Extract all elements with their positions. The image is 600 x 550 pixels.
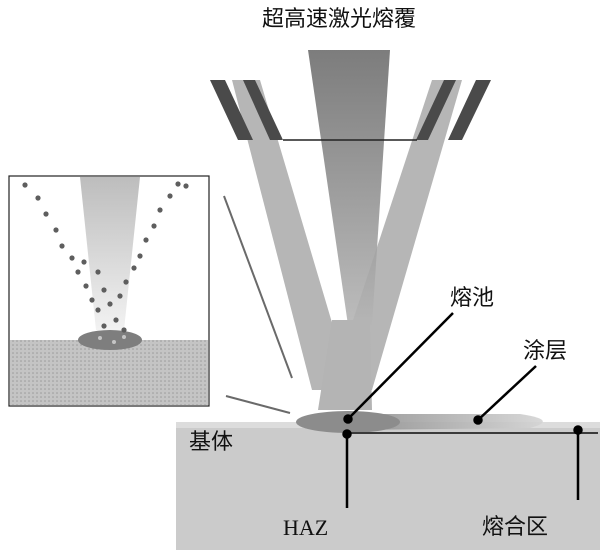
nozzle-left-outer	[210, 80, 253, 140]
inset-substrate	[10, 340, 208, 405]
laser-beam-group	[232, 50, 462, 410]
nozzle	[210, 80, 491, 141]
nozzle-left-inner	[243, 80, 283, 140]
nozzle-right-outer	[448, 80, 491, 140]
left-powder-stream	[232, 80, 352, 390]
leader-coating	[477, 365, 537, 421]
leader-lines	[342, 312, 583, 508]
label-haz: HAZ	[283, 515, 329, 540]
label-substrate: 基体	[189, 430, 234, 455]
laser-core-lower	[318, 320, 372, 410]
inset-melt-pool	[78, 330, 142, 350]
label-coating: 涂层	[523, 339, 568, 364]
nozzle-right-inner	[416, 80, 456, 140]
inset-zoom	[8, 175, 210, 407]
laser-core-beam	[308, 50, 390, 325]
label-fusion-zone: 熔合区	[482, 515, 549, 540]
diagram-title: 超高速激光熔覆	[262, 7, 417, 32]
inset-powder-particles	[22, 181, 189, 333]
substrate-block	[176, 422, 600, 550]
label-melt-pool: 熔池	[450, 286, 495, 311]
inset-pool-particles	[98, 335, 126, 344]
inset-beam	[80, 177, 140, 330]
zoom-connector-top	[223, 195, 293, 379]
zoom-connector-bottom	[225, 395, 291, 414]
leader-melt-pool	[347, 312, 454, 420]
